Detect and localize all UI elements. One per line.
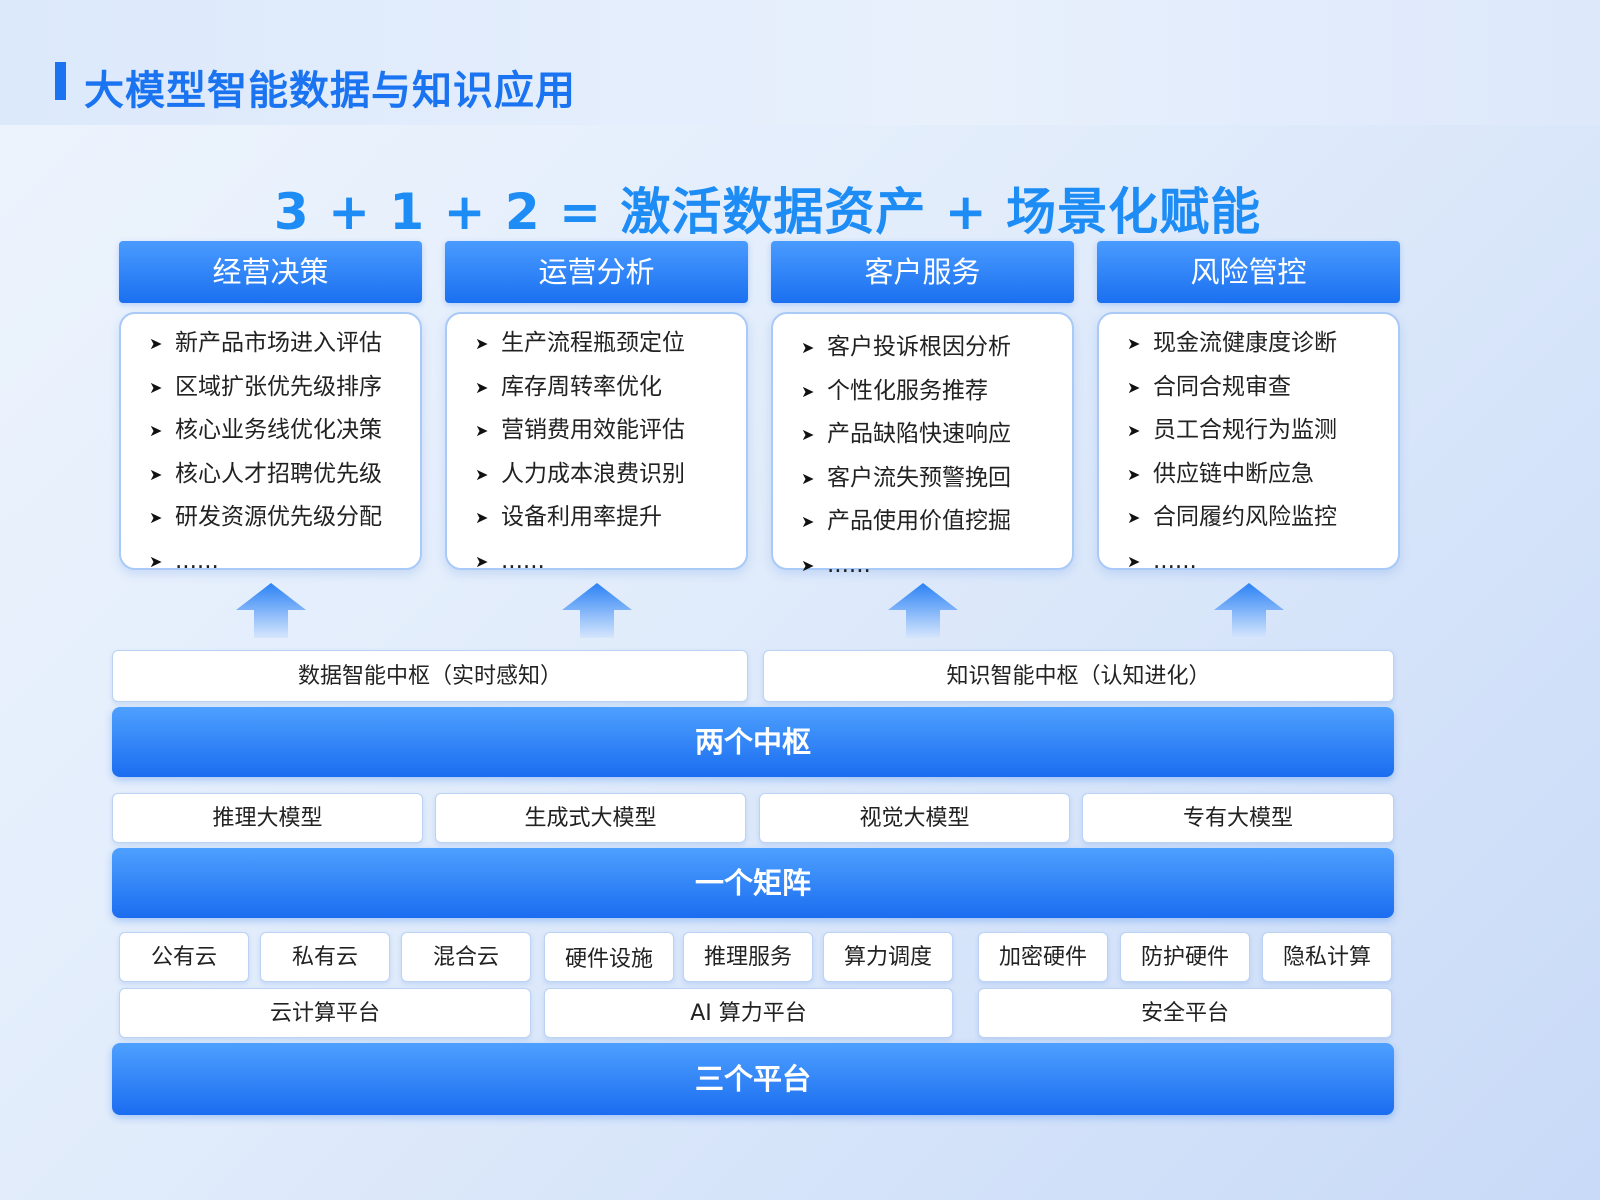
scenario-item: ➤...... xyxy=(149,540,420,584)
scenario-item: ➤...... xyxy=(475,540,746,584)
scenario-item: ➤营销费用效能评估 xyxy=(475,409,746,453)
scenario-item: ➤研发资源优先级分配 xyxy=(149,496,420,540)
arrowhead-bullet-icon: ➤ xyxy=(1127,421,1141,440)
up-arrow-icon xyxy=(236,583,306,638)
title-accent-bar xyxy=(55,62,66,100)
scenario-card-risk-control: ➤现金流健康度诊断 ➤合同合规审查 ➤员工合规行为监测 ➤供应链中断应急 ➤合同… xyxy=(1097,312,1400,574)
arrowhead-bullet-icon: ➤ xyxy=(475,551,489,571)
arrowhead-bullet-icon: ➤ xyxy=(801,338,815,357)
up-arrow-icon xyxy=(888,583,958,638)
scenario-header-customer-service: 客户服务 xyxy=(771,241,1074,303)
arrowhead-bullet-icon: ➤ xyxy=(1127,334,1141,353)
scenario-item: ➤客户投诉根因分析 xyxy=(801,326,1072,370)
scenario-item: ➤客户流失预警挽回 xyxy=(801,457,1072,501)
component-inference-service: 推理服务 xyxy=(683,932,813,982)
component-private-cloud: 私有云 xyxy=(260,932,390,982)
knowledge-intelligence-hub: 知识智能中枢（认知进化） xyxy=(763,650,1394,702)
scenario-item: ➤...... xyxy=(1127,540,1398,584)
component-encryption-hardware: 加密硬件 xyxy=(978,932,1108,982)
arrowhead-bullet-icon: ➤ xyxy=(801,555,815,575)
scenario-item: ➤产品使用价值挖掘 xyxy=(801,500,1072,544)
scenario-item: ➤库存周转率优化 xyxy=(475,366,746,410)
up-arrow-icon xyxy=(562,583,632,638)
arrowhead-bullet-icon: ➤ xyxy=(475,334,489,353)
arrowhead-bullet-icon: ➤ xyxy=(801,512,815,531)
arrowhead-bullet-icon: ➤ xyxy=(475,421,489,440)
title-band xyxy=(0,0,1600,125)
page-title: 大模型智能数据与知识应用 xyxy=(84,68,576,114)
component-hardware-facility: 硬件设施 xyxy=(544,932,674,982)
component-public-cloud: 公有云 xyxy=(119,932,249,982)
scenario-item: ➤生产流程瓶颈定位 xyxy=(475,322,746,366)
arrowhead-bullet-icon: ➤ xyxy=(149,377,163,397)
arrowhead-bullet-icon: ➤ xyxy=(801,468,815,488)
up-arrow-icon xyxy=(1214,583,1284,638)
component-privacy-computing: 隐私计算 xyxy=(1262,932,1392,982)
scenario-item: ➤区域扩张优先级排序 xyxy=(149,366,420,410)
arrowhead-bullet-icon: ➤ xyxy=(149,464,163,484)
arrowhead-bullet-icon: ➤ xyxy=(475,377,489,397)
scenario-header-risk-control: 风险管控 xyxy=(1097,241,1400,303)
scenario-item: ➤现金流健康度诊断 xyxy=(1127,322,1398,366)
scenario-card-customer-service: ➤客户投诉根因分析 ➤个性化服务推荐 ➤产品缺陷快速响应 ➤客户流失预警挽回 ➤… xyxy=(771,312,1074,578)
band-two-hubs: 两个中枢 xyxy=(112,707,1394,777)
band-three-platforms: 三个平台 xyxy=(112,1043,1394,1115)
scenario-item: ➤合同履约风险监控 xyxy=(1127,496,1398,540)
scenario-item: ➤个性化服务推荐 xyxy=(801,370,1072,414)
scenario-item: ➤设备利用率提升 xyxy=(475,496,746,540)
scenario-item: ➤...... xyxy=(801,544,1072,588)
arrowhead-bullet-icon: ➤ xyxy=(1127,508,1141,527)
scenario-item: ➤合同合规审查 xyxy=(1127,366,1398,410)
component-compute-scheduling: 算力调度 xyxy=(823,932,953,982)
scenario-card-business-decision: ➤新产品市场进入评估 ➤区域扩张优先级排序 ➤核心业务线优化决策 ➤核心人才招聘… xyxy=(119,312,422,574)
platform-ai-compute: AI 算力平台 xyxy=(544,988,953,1038)
scenario-item: ➤产品缺陷快速响应 xyxy=(801,413,1072,457)
platform-cloud-computing: 云计算平台 xyxy=(119,988,531,1038)
arrowhead-bullet-icon: ➤ xyxy=(1127,464,1141,484)
arrowhead-bullet-icon: ➤ xyxy=(149,334,163,353)
scenario-item: ➤人力成本浪费识别 xyxy=(475,453,746,497)
component-protection-hardware: 防护硬件 xyxy=(1120,932,1250,982)
arrowhead-bullet-icon: ➤ xyxy=(801,425,815,444)
model-generative: 生成式大模型 xyxy=(435,793,746,843)
arrowhead-bullet-icon: ➤ xyxy=(1127,377,1141,397)
scenario-item: ➤供应链中断应急 xyxy=(1127,453,1398,497)
model-proprietary: 专有大模型 xyxy=(1082,793,1394,843)
arrowhead-bullet-icon: ➤ xyxy=(801,381,815,401)
arrowhead-bullet-icon: ➤ xyxy=(149,421,163,440)
arrowhead-bullet-icon: ➤ xyxy=(149,508,163,527)
scenario-item: ➤核心业务线优化决策 xyxy=(149,409,420,453)
scenario-item: ➤新产品市场进入评估 xyxy=(149,322,420,366)
scenario-header-business-decision: 经营决策 xyxy=(119,241,422,303)
band-one-matrix: 一个矩阵 xyxy=(112,848,1394,918)
arrowhead-bullet-icon: ➤ xyxy=(1127,551,1141,571)
arrowhead-bullet-icon: ➤ xyxy=(149,551,163,571)
component-hybrid-cloud: 混合云 xyxy=(401,932,531,982)
scenario-item: ➤核心人才招聘优先级 xyxy=(149,453,420,497)
arrowhead-bullet-icon: ➤ xyxy=(475,508,489,527)
scenario-header-operation-analysis: 运营分析 xyxy=(445,241,748,303)
scenario-card-operation-analysis: ➤生产流程瓶颈定位 ➤库存周转率优化 ➤营销费用效能评估 ➤人力成本浪费识别 ➤… xyxy=(445,312,748,574)
model-reasoning: 推理大模型 xyxy=(112,793,423,843)
formula-headline: 3 + 1 + 2 = 激活数据资产 + 场景化赋能 xyxy=(273,183,1262,241)
scenario-item: ➤员工合规行为监测 xyxy=(1127,409,1398,453)
platform-security: 安全平台 xyxy=(978,988,1392,1038)
model-vision: 视觉大模型 xyxy=(759,793,1070,843)
arrowhead-bullet-icon: ➤ xyxy=(475,464,489,484)
data-intelligence-hub: 数据智能中枢（实时感知） xyxy=(112,650,748,702)
